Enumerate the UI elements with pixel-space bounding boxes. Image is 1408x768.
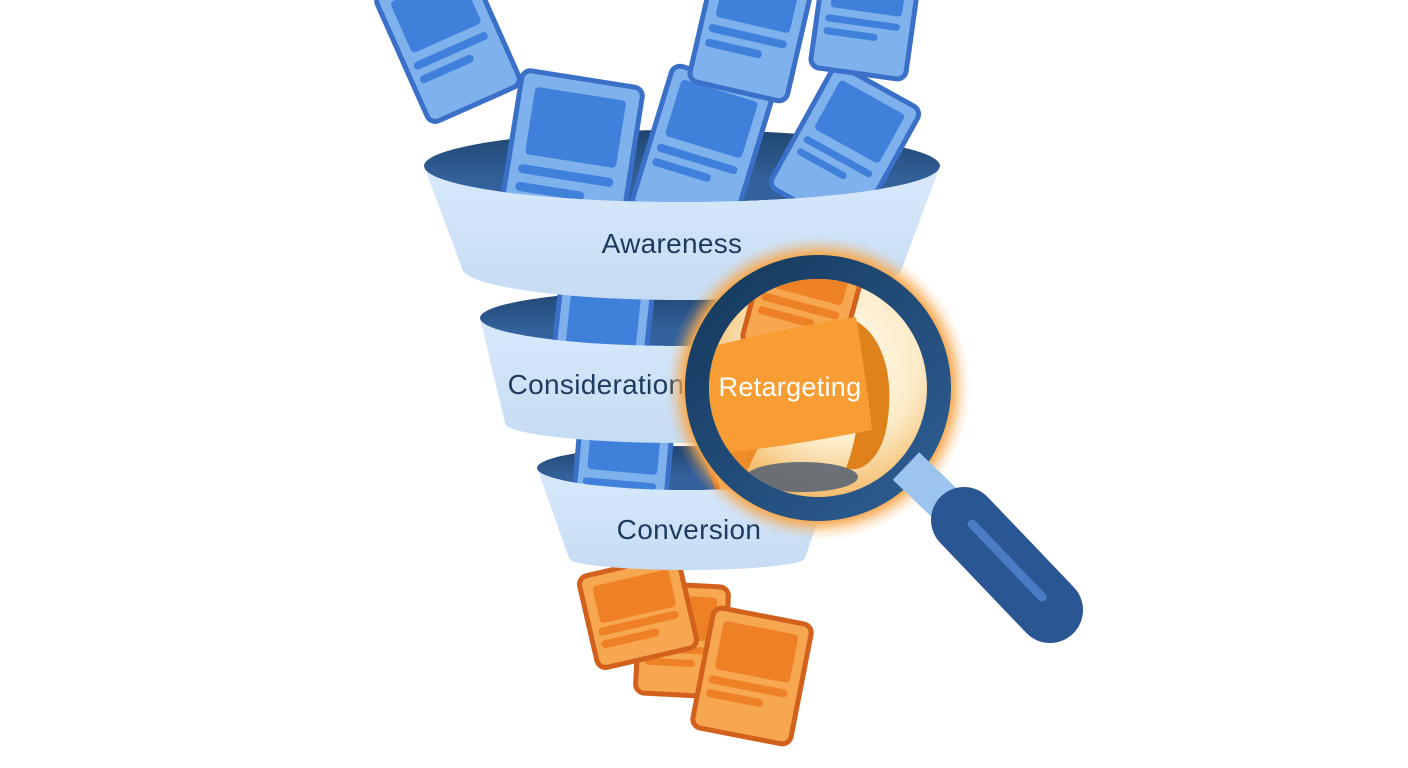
document-card-icon — [808, 0, 924, 82]
label-awareness: Awareness — [602, 228, 743, 259]
retargeting-ribbon — [709, 317, 872, 455]
lead-card-icon — [577, 554, 699, 670]
lens-content — [709, 279, 890, 497]
falling-cards-bottom — [577, 554, 814, 747]
document-card-icon — [630, 63, 774, 237]
lens-funnel-shadow — [746, 462, 858, 492]
handle-highlight — [967, 519, 1047, 602]
label-conversion: Conversion — [617, 514, 762, 545]
magnifying-glass-icon: Retargeting — [666, 236, 1083, 643]
document-card-icon — [687, 0, 817, 104]
lead-card-icon — [690, 605, 814, 747]
document-card-icon — [374, 0, 522, 124]
label-retargeting: Retargeting — [719, 372, 862, 402]
document-card-icon — [768, 63, 922, 233]
label-consideration: Consideration — [508, 369, 685, 400]
